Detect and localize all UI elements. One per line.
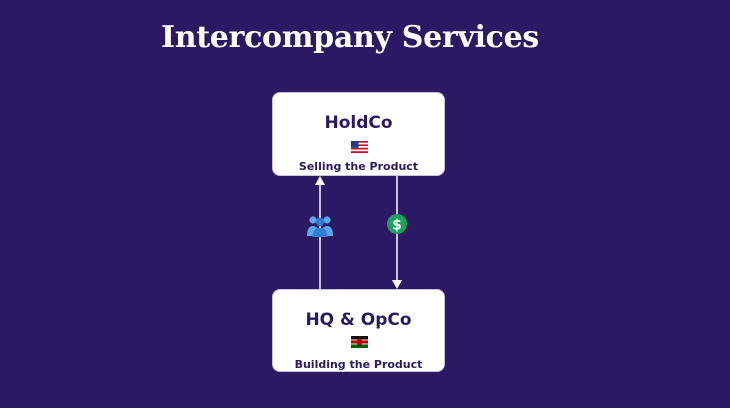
node-holdco: HoldCo Selling the Product	[272, 92, 445, 176]
kenya-flag-icon	[351, 336, 368, 348]
diagram-title: Intercompany Services	[160, 20, 540, 55]
us-flag-icon	[351, 141, 368, 153]
node-holdco-name: HoldCo	[324, 113, 393, 133]
node-hq-opco: HQ & OpCo Building the Product	[272, 289, 445, 372]
node-hq-opco-subtitle: Building the Product	[294, 358, 423, 371]
svg-text:$: $	[392, 218, 402, 234]
dollar-icon: $	[387, 214, 407, 234]
people-icon	[307, 216, 333, 237]
node-hq-opco-name: HQ & OpCo	[305, 310, 412, 330]
node-holdco-subtitle: Selling the Product	[298, 160, 419, 173]
